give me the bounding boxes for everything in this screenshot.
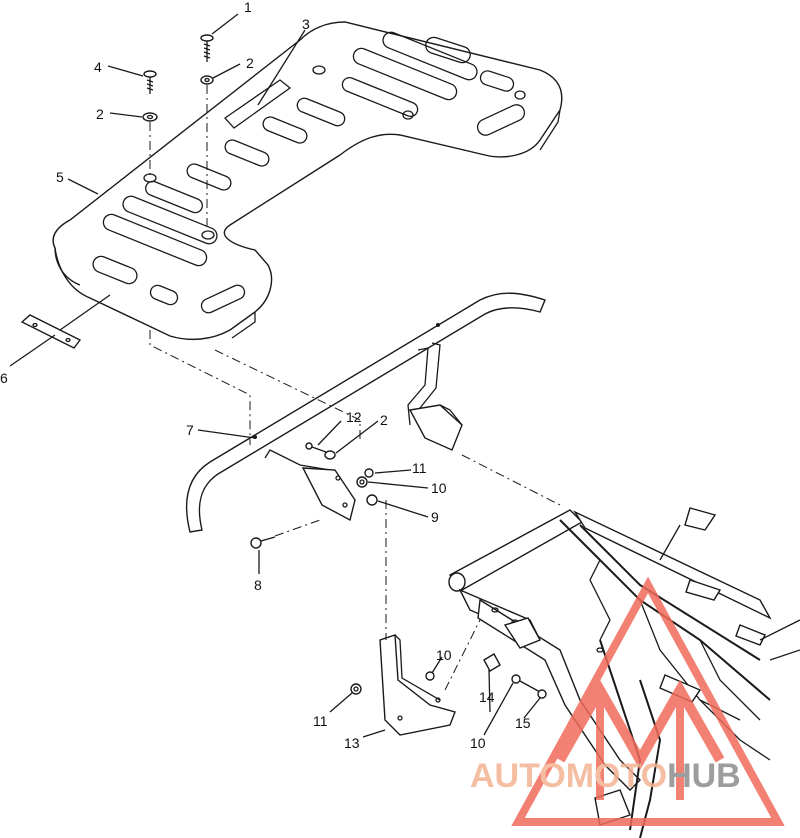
callout-5: 5 <box>56 169 64 185</box>
watermark-text: AUTOMOTOHUB <box>470 757 741 795</box>
callout-2: 2 <box>380 412 388 428</box>
callout-15: 15 <box>515 715 531 731</box>
callout-4: 4 <box>94 59 102 75</box>
callout-6: 6 <box>0 370 8 386</box>
plate-6 <box>20 294 111 349</box>
watermark-logo: AUTOMOTOHUB <box>470 576 785 826</box>
callout-14: 14 <box>479 689 495 705</box>
callout-2: 2 <box>246 55 254 71</box>
callout-13: 13 <box>344 735 360 751</box>
callout-3: 3 <box>302 16 310 32</box>
callout-2: 2 <box>96 106 104 122</box>
rear-rack <box>52 21 563 341</box>
callout-10: 10 <box>470 735 486 751</box>
callout-7: 7 <box>186 422 194 438</box>
callout-11: 11 <box>412 460 427 476</box>
watermark-triangle <box>511 576 785 826</box>
callout-10: 10 <box>436 647 452 663</box>
leader-lines <box>9 13 541 738</box>
hardware-middle <box>305 442 378 506</box>
callout-12: 12 <box>346 409 362 425</box>
callout-10: 10 <box>431 480 447 496</box>
callout-9: 9 <box>431 509 439 525</box>
hardware-top <box>142 34 214 230</box>
callout-11: 11 <box>313 713 328 729</box>
bolt-8 <box>250 519 321 549</box>
bracket-13 <box>379 500 481 736</box>
callout-8: 8 <box>254 577 262 593</box>
rear-rail <box>185 292 546 533</box>
callout-1: 1 <box>244 0 252 15</box>
callout-labels: 1 2 2 2 3 4 5 6 7 8 9 10 10 10 11 11 12 … <box>0 0 531 751</box>
hardware-lower <box>350 653 547 699</box>
